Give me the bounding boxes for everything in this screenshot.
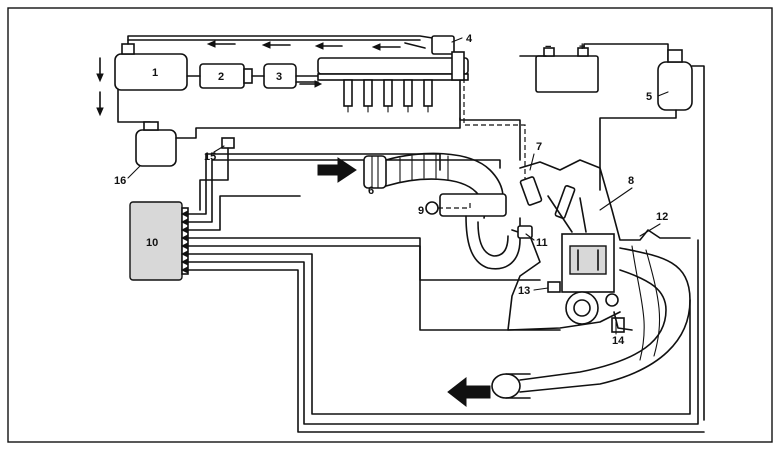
intake-manifold xyxy=(465,215,521,270)
fuel-tank xyxy=(114,43,188,91)
vacuum-line xyxy=(463,70,526,190)
label-9: 9 xyxy=(418,205,424,217)
charcoal-canister xyxy=(135,117,461,167)
label-7: 7 xyxy=(536,141,542,153)
exhaust-pipe xyxy=(491,373,531,399)
fuel-injectors xyxy=(343,79,433,113)
label-10: 10 xyxy=(146,237,158,249)
label-8: 8 xyxy=(628,175,634,187)
diagram-frame xyxy=(7,7,773,443)
vent-arrows xyxy=(96,57,104,117)
ecu-control-unit xyxy=(129,201,189,281)
coolant-sensor xyxy=(517,225,533,239)
label-6: 6 xyxy=(368,185,374,197)
label-12: 12 xyxy=(656,211,668,223)
label-4: 4 xyxy=(466,33,473,45)
leader-lines xyxy=(127,37,669,335)
air-flow-meter xyxy=(363,155,387,189)
label-15: 15 xyxy=(204,151,216,163)
oxygen-sensor xyxy=(547,281,561,293)
label-13: 13 xyxy=(518,285,530,297)
battery-plus-label: + xyxy=(579,41,585,53)
label-1: 1 xyxy=(152,67,158,79)
vent-hose xyxy=(117,89,151,123)
oil-pan xyxy=(613,311,633,331)
exhaust-flow-arrow xyxy=(447,376,491,408)
cylinder xyxy=(561,233,615,293)
spark-plug-injector xyxy=(519,176,587,233)
temp-sensor xyxy=(199,137,235,211)
label-2: 2 xyxy=(218,71,224,83)
battery-minus-label: − xyxy=(545,41,551,53)
label-11: 11 xyxy=(536,237,548,249)
component-labels: 1 2 3 4 5 6 7 8 9 10 11 12 13 14 15 16 xyxy=(114,33,668,347)
label-3: 3 xyxy=(276,71,282,83)
crankshaft xyxy=(565,291,619,325)
intake-airflow-arrow xyxy=(317,157,357,183)
fuel-pump xyxy=(199,63,253,89)
battery: − + xyxy=(535,41,599,93)
wiring-harness xyxy=(180,153,705,433)
ignition-coil xyxy=(599,49,705,421)
label-14: 14 xyxy=(612,335,625,347)
throttle-body xyxy=(425,193,507,217)
label-16: 16 xyxy=(114,175,126,187)
label-5: 5 xyxy=(646,91,652,103)
fuel-rail xyxy=(317,57,469,81)
return-flow-arrows xyxy=(206,40,426,51)
exhaust-manifold xyxy=(519,245,691,393)
pressure-regulator xyxy=(431,35,521,161)
